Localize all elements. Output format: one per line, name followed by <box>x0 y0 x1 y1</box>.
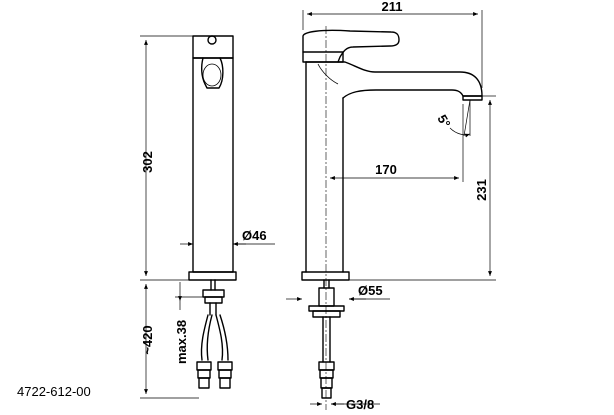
hose-left <box>200 314 209 361</box>
lever-hole <box>202 63 222 87</box>
base-plate <box>188 271 237 281</box>
front-view: 302 ~420 max.38 Ø46 <box>140 35 275 399</box>
washer <box>308 305 345 312</box>
handle-cap <box>192 35 234 59</box>
side-lever <box>302 29 400 63</box>
side-view: 211 170 231 5° Ø55 G3/8 <box>286 0 496 412</box>
faucet-body <box>192 57 234 273</box>
dim-label-211: 211 <box>382 0 403 14</box>
side-spout <box>305 61 483 99</box>
side-base-plate <box>301 271 350 281</box>
dim-label-angle: 5° <box>434 112 453 130</box>
mount-nut <box>202 289 225 298</box>
product-code: 4722-612-00 <box>17 384 91 399</box>
dim-label-d55: Ø55 <box>358 283 383 298</box>
handle-indicator <box>207 35 217 45</box>
aerator <box>462 95 483 101</box>
dim-label-170: 170 <box>375 162 397 177</box>
dim-label-thread: G3/8 <box>346 397 374 412</box>
dim-label-max38: max.38 <box>174 320 189 364</box>
dim-label-231: 231 <box>474 179 489 201</box>
angle-arc <box>449 127 471 138</box>
dim-label-d46: Ø46 <box>242 228 267 243</box>
lever-profile <box>200 57 224 89</box>
hose-right <box>215 314 224 361</box>
dim-label-420: ~420 <box>140 325 155 354</box>
thread-fitting <box>321 387 332 399</box>
dim-label-302: 302 <box>140 151 155 173</box>
